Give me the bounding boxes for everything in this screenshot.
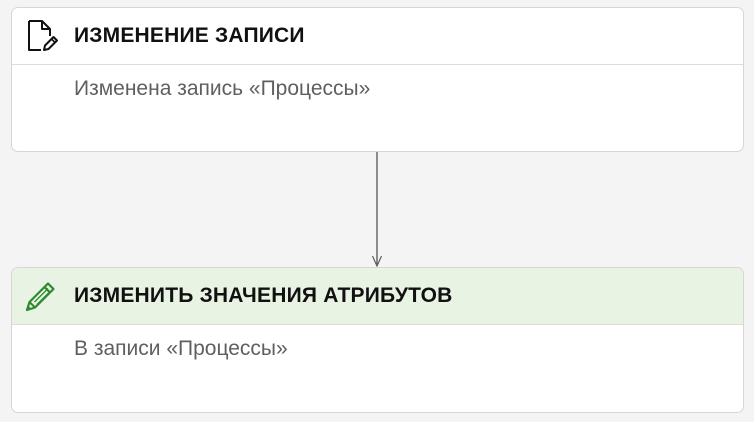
node-description: В записи «Процессы» (74, 337, 288, 360)
node-description: Изменена запись «Процессы» (74, 77, 371, 100)
node-title: ИЗМЕНЕНИЕ ЗАПИСИ (74, 24, 305, 47)
node-header: ИЗМЕНЕНИЕ ЗАПИСИ (12, 8, 743, 65)
node-header: ИЗМЕНИТЬ ЗНАЧЕНИЯ АТРИБУТОВ (12, 268, 743, 325)
node-card-record-change[interactable]: ИЗМЕНЕНИЕ ЗАПИСИ Изменена запись «Процес… (11, 7, 744, 152)
node-title: ИЗМЕНИТЬ ЗНАЧЕНИЯ АТРИБУТОВ (74, 284, 453, 307)
node-card-change-attributes[interactable]: ИЗМЕНИТЬ ЗНАЧЕНИЯ АТРИБУТОВ В записи «Пр… (11, 267, 744, 413)
document-edit-icon (24, 19, 58, 53)
pencil-icon (24, 279, 58, 313)
